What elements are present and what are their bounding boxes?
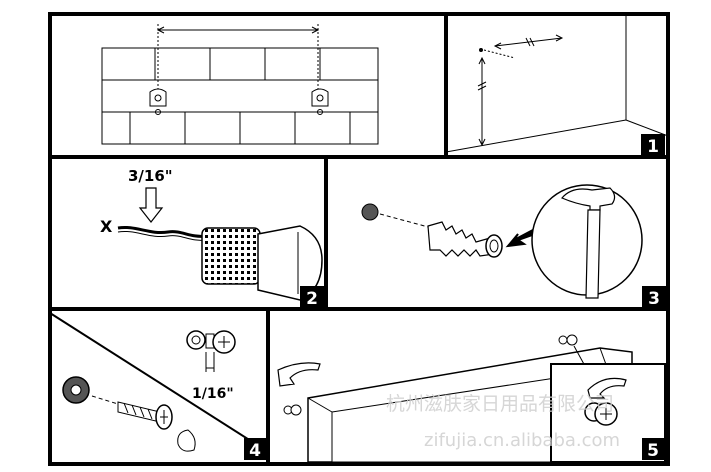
panel-hang: [277, 334, 666, 463]
panel-5-number: 5: [647, 441, 659, 461]
hammer-icon: [561, 187, 616, 211]
drill-mark-label: X: [100, 217, 113, 236]
wall-anchor-icon: [427, 221, 495, 257]
curved-arrow-icon: [277, 362, 321, 387]
panel-1-number: 1: [647, 137, 659, 157]
panel-2-badge: 2: [300, 286, 324, 309]
outer-frame: [48, 12, 670, 466]
watermark-company: 杭州滋肤家日用品有限公司: [386, 393, 614, 415]
panel-bracket-spacing: [101, 24, 379, 145]
drill-bit-icon: [117, 225, 207, 238]
panel-1-badge: 1: [641, 134, 665, 157]
panel-4-badge: 4: [244, 438, 266, 461]
down-arrow-icon: [138, 187, 164, 223]
panel-drill: 3/16" X: [100, 167, 323, 301]
panel-measure-wall: [445, 14, 669, 153]
wall-hole-icon: [361, 203, 379, 221]
panel-dividers: [50, 14, 668, 464]
panel-2-number: 2: [306, 289, 318, 309]
panel-3-number: 3: [648, 289, 660, 309]
drill-chuck-icon: [201, 227, 261, 285]
panel-5-badge: 5: [642, 438, 664, 461]
screw-gap-label: 1/16": [192, 386, 234, 402]
cap-icon: [177, 429, 196, 452]
panel-anchor: [361, 184, 643, 299]
watermark-url: zifujia.cn.alibaba.com: [424, 430, 620, 451]
panel-4-number: 4: [249, 441, 261, 461]
panel-3-badge: 3: [642, 286, 666, 309]
panel-screw: [49, 312, 263, 452]
drill-size-label: 3/16": [128, 167, 173, 185]
